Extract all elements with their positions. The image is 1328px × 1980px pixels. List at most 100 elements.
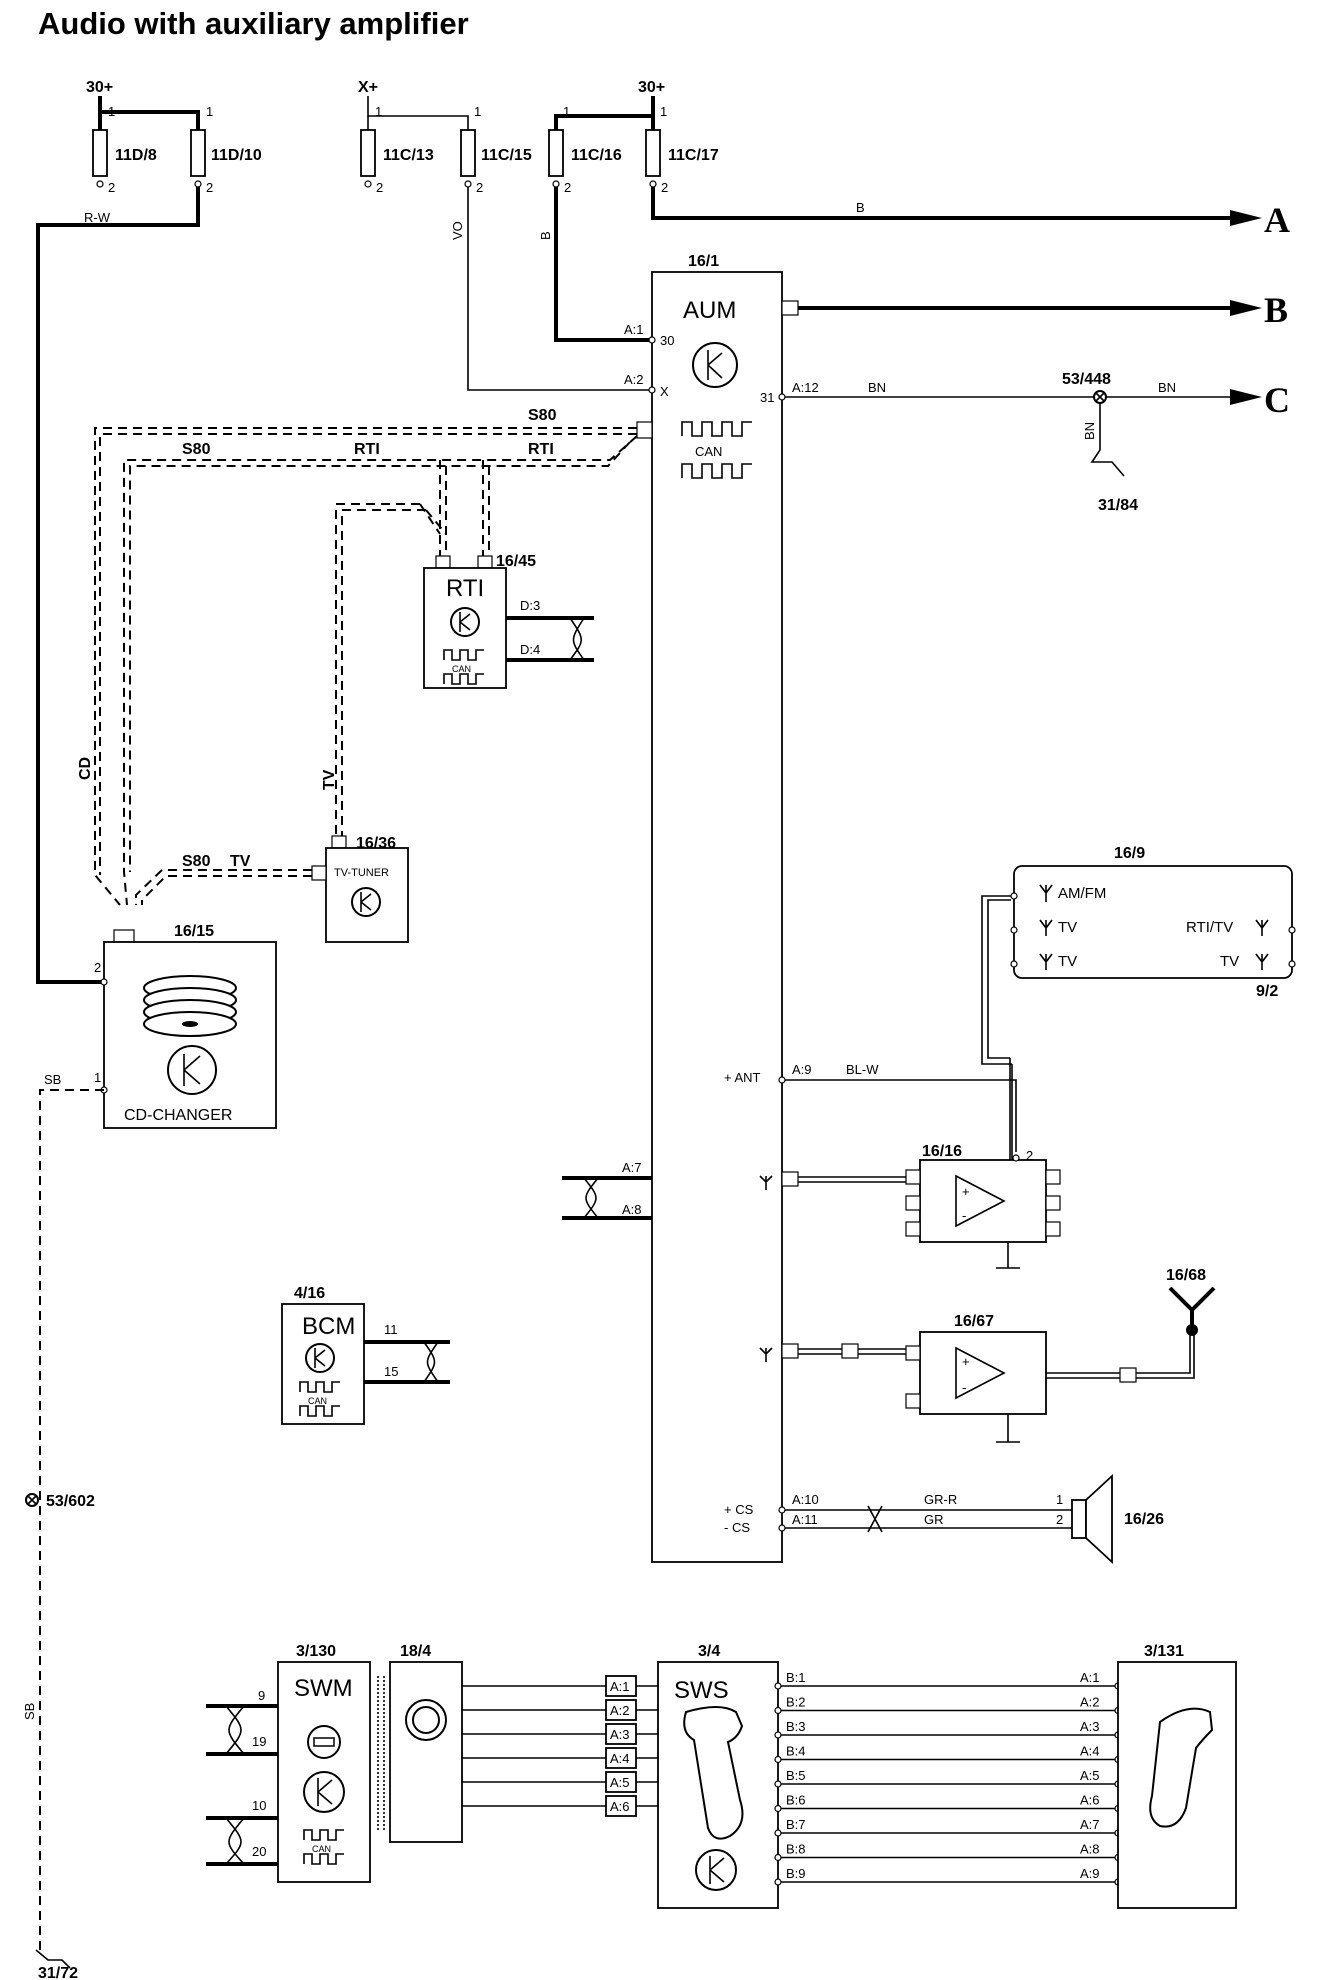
connector-pin-label: A:5 xyxy=(1080,1768,1100,1783)
svg-text:AM/FM: AM/FM xyxy=(1058,885,1106,902)
svg-text:31: 31 xyxy=(760,390,774,405)
svg-text:BN: BN xyxy=(1082,422,1097,440)
antenna-module xyxy=(1013,865,1293,979)
transistor-icon xyxy=(305,1343,335,1373)
svg-text:A:10: A:10 xyxy=(792,1492,819,1507)
svg-text:CAN: CAN xyxy=(452,664,471,674)
svg-text:VO: VO xyxy=(450,221,465,240)
tv-tuner-name: TV-TUNER xyxy=(334,867,389,879)
ground-31-72: 31/72 xyxy=(38,1965,78,1980)
fuse-label: 11C/15 xyxy=(481,147,532,164)
svg-text:D:4: D:4 xyxy=(520,642,540,657)
svg-text:1: 1 xyxy=(474,104,481,119)
aum-name: AUM xyxy=(683,297,736,324)
cd-changer-id: 16/15 xyxy=(174,923,214,940)
svg-text:2: 2 xyxy=(206,180,213,195)
svg-text:CAN: CAN xyxy=(312,1844,331,1854)
svg-text:9: 9 xyxy=(258,1688,265,1703)
connector-pin-label: A:7 xyxy=(1080,1817,1100,1832)
connector-pin-label: B:8 xyxy=(786,1842,806,1857)
sws-id: 3/4 xyxy=(698,1643,720,1660)
svg-text:2: 2 xyxy=(1056,1512,1063,1527)
svg-text:20: 20 xyxy=(252,1844,266,1859)
svg-text:1: 1 xyxy=(375,104,382,119)
speaker-icon xyxy=(1071,1499,1087,1539)
antenna-icon xyxy=(1039,884,1053,902)
svg-text:1: 1 xyxy=(108,104,115,119)
ground-31-84: 31/84 xyxy=(1098,497,1138,514)
rti-module xyxy=(423,567,507,689)
steering-switch-icon xyxy=(1149,1707,1214,1828)
svg-text:2: 2 xyxy=(661,180,668,195)
clock-spring-icon xyxy=(405,1699,447,1741)
swm-name: SWM xyxy=(294,1675,353,1702)
svg-text:-: - xyxy=(962,1380,966,1395)
transistor-icon xyxy=(303,1771,345,1813)
svg-text:1: 1 xyxy=(563,104,570,119)
amplifier-icon xyxy=(955,1174,1006,1228)
svg-text:+: + xyxy=(962,1184,970,1199)
svg-text:2: 2 xyxy=(564,180,571,195)
tv-tuner-module xyxy=(325,847,409,943)
ground-53-602: 53/602 xyxy=(46,1493,95,1510)
svg-text:SB: SB xyxy=(44,1072,61,1087)
svg-text:RTI: RTI xyxy=(528,441,554,458)
connector-pin-label: A:6 xyxy=(610,1799,630,1814)
connector-pin-label: B:1 xyxy=(786,1670,806,1685)
amplifier-16-67 xyxy=(919,1331,1047,1415)
supply-x: X+ xyxy=(358,79,378,96)
amp2-id: 16/67 xyxy=(954,1313,994,1330)
connector-pin-label: A:3 xyxy=(610,1727,630,1742)
connector-pin-label: A:3 xyxy=(1080,1719,1100,1734)
fuse-11c17 xyxy=(645,129,661,177)
svg-text:BL-W: BL-W xyxy=(846,1062,879,1077)
transistor-icon xyxy=(351,887,381,917)
clock-id: 18/4 xyxy=(400,1643,431,1660)
antenna-icon xyxy=(759,1347,773,1362)
connector-pin-label: B:4 xyxy=(786,1744,806,1759)
connector-pin-label: B:9 xyxy=(786,1866,806,1881)
svg-text:2: 2 xyxy=(1026,1148,1033,1163)
swm-id: 3/130 xyxy=(296,1643,336,1660)
aum-module xyxy=(651,271,783,1563)
ant68-id: 16/68 xyxy=(1166,1267,1206,1284)
antenna-icon xyxy=(1168,1286,1216,1330)
bcm-id: 4/16 xyxy=(294,1285,325,1302)
transistor-icon xyxy=(167,1045,217,1095)
svg-text:1: 1 xyxy=(660,104,667,119)
fuse-symbol-icon xyxy=(307,1725,341,1759)
svg-text:A:11: A:11 xyxy=(792,1512,818,1527)
antenna-icon xyxy=(759,1175,773,1190)
svg-text:SB: SB xyxy=(22,1703,37,1720)
fuse-11d10 xyxy=(190,129,206,177)
rti-id: 16/45 xyxy=(496,553,536,570)
svg-text:CD: CD xyxy=(77,757,94,780)
transistor-icon xyxy=(695,1849,737,1891)
aum-can: CAN xyxy=(695,444,722,459)
svg-text:B: B xyxy=(538,231,553,240)
connector-pin-label: A:1 xyxy=(1080,1670,1100,1685)
connector-pin-label: A:5 xyxy=(610,1775,630,1790)
speaker-id: 16/26 xyxy=(1124,1511,1164,1528)
fuse-11c15 xyxy=(460,129,476,177)
transistor-icon xyxy=(450,607,480,637)
svg-text:A:1: A:1 xyxy=(624,322,644,337)
fuse-label: 11C/13 xyxy=(383,147,434,164)
connector-pin-label: A:2 xyxy=(610,1703,630,1718)
svg-text:S80: S80 xyxy=(182,853,211,870)
svg-text:BN: BN xyxy=(868,380,886,395)
svg-text:+: + xyxy=(962,1354,970,1369)
svg-text:RTI/TV: RTI/TV xyxy=(1186,919,1233,936)
svg-text:A:12: A:12 xyxy=(792,380,819,395)
svg-text:A:8: A:8 xyxy=(622,1202,642,1217)
connector-pin-label: A:4 xyxy=(1080,1744,1100,1759)
svg-text:TV: TV xyxy=(1058,919,1077,936)
svg-text:10: 10 xyxy=(252,1798,266,1813)
m3131-id: 3/131 xyxy=(1144,1643,1184,1660)
fuse-11c16 xyxy=(548,129,564,177)
fuse-11d8 xyxy=(92,129,108,177)
svg-text:RTI: RTI xyxy=(354,441,380,458)
svg-text:CAN: CAN xyxy=(308,1396,327,1406)
sws-name: SWS xyxy=(674,1677,729,1704)
